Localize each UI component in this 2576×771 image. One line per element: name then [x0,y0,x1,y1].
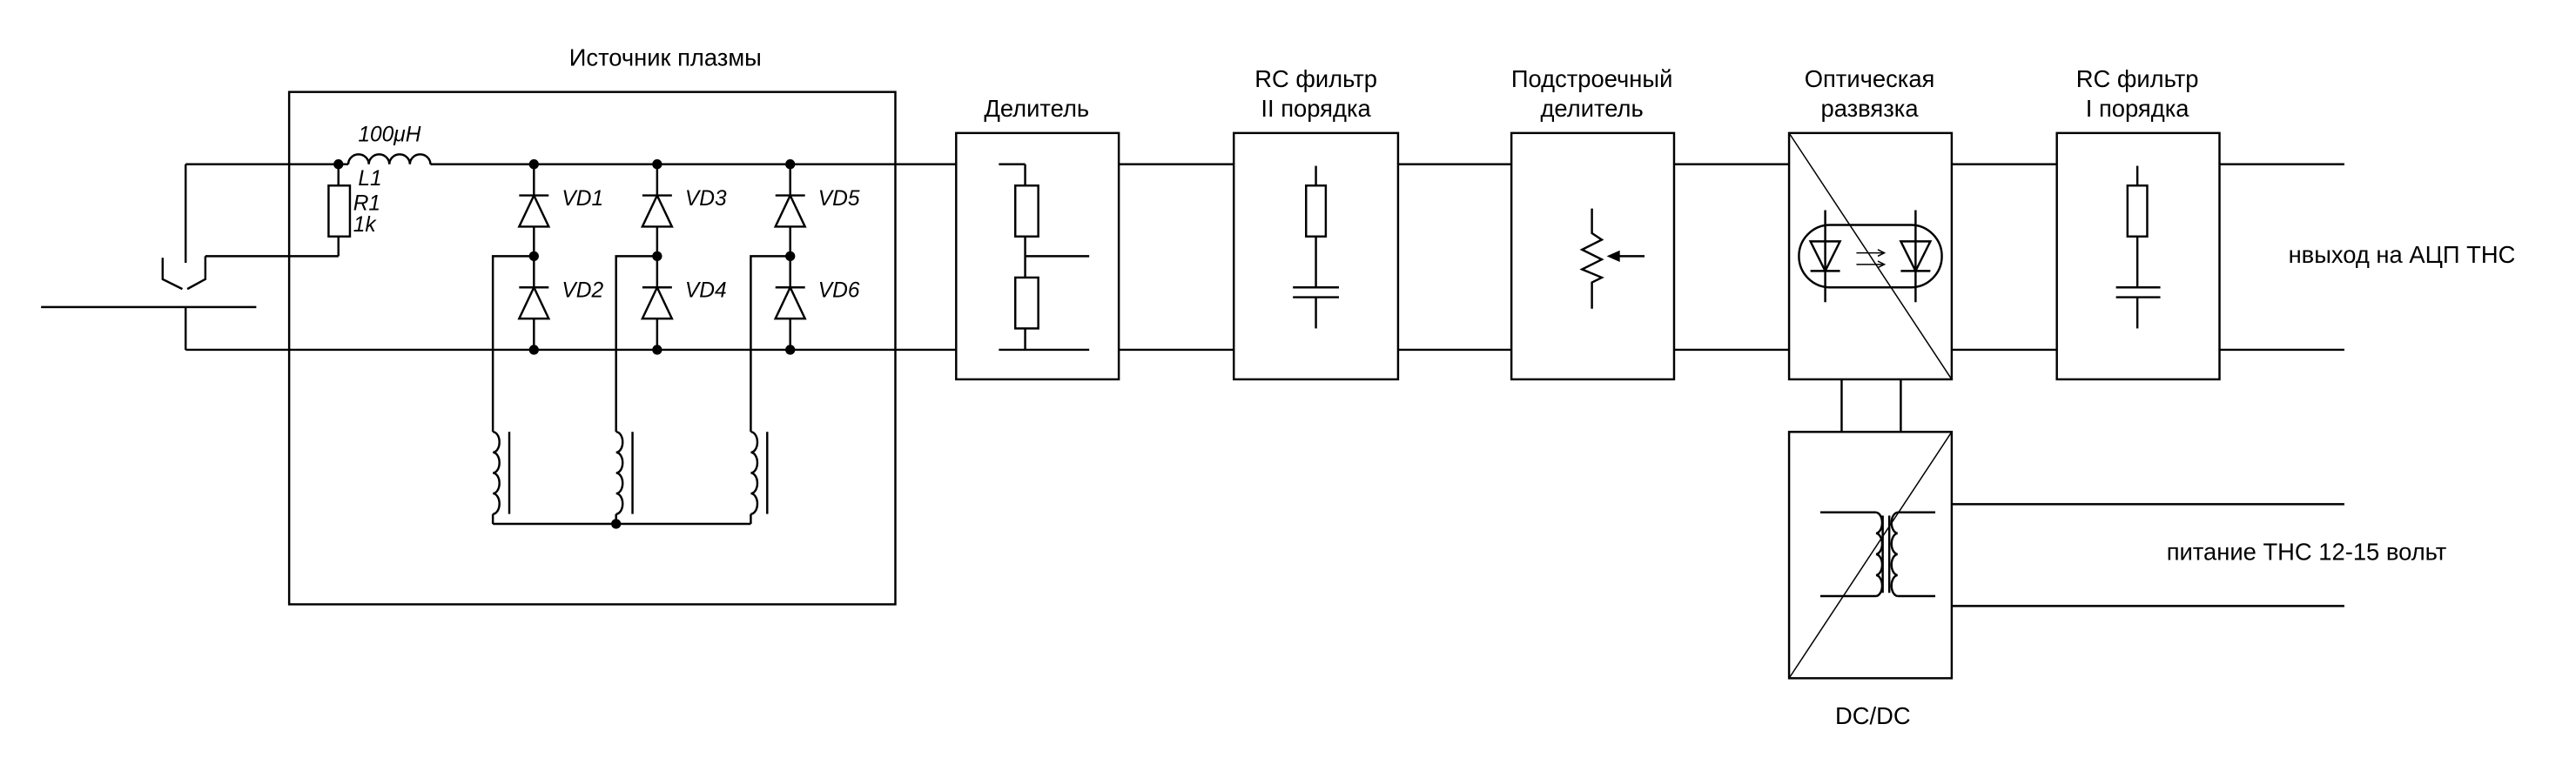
divider-label: Делитель [984,95,1089,122]
rc-filter-1st-order-block: RC фильтр I порядка [2055,65,2221,381]
trim-label-line1: Подстроечный [1511,65,1673,92]
diode-label: VD5 [818,187,860,211]
resistor-ref: R1 [353,192,380,216]
diode-label: VD6 [818,279,860,303]
divider-block: Делитель [955,95,1120,381]
diode-icon [517,192,551,228]
resistor-icon [1305,184,1328,238]
winding-icon [491,255,535,524]
power-supply-label: питание ТНС 12-15 вольт [2167,539,2447,566]
potentiometer-icon [1579,208,1604,309]
resistor-icon [2126,184,2149,238]
transformer-icon [1819,511,1936,598]
rc1-label-line1: RC фильтр [2076,65,2199,92]
diode-label: VD2 [562,279,603,303]
diode-label: VD3 [685,187,727,211]
resistor-icon [1014,184,1039,238]
plasma-source-title: Источник плазмы [569,44,762,70]
diode-icon [773,285,807,320]
winding-icon [750,255,790,524]
dcdc-block: DC/DC [1787,431,1954,729]
rc1-label-line2: I порядка [2086,95,2189,122]
probe-symbol [41,163,339,350]
diode-icon [640,192,674,228]
diode-icon [640,285,674,320]
trim-label-line2: делитель [1540,95,1643,122]
plasma-source-box [287,91,897,606]
inductor-ref: L1 [358,167,381,191]
dcdc-label: DC/DC [1835,702,1911,729]
diode-icon [517,285,551,320]
resistor-icon [1014,276,1039,330]
resistor-R1: R1 1k [327,164,380,257]
optocoupler-icon [1798,210,1943,303]
diode-icon [773,192,807,228]
transformer-windings [491,255,790,524]
rc2-label-line1: RC фильтр [1254,65,1377,92]
rc2-label-line2: II порядка [1261,95,1371,122]
diode-label: VD4 [685,279,727,303]
rc-filter-2nd-order-block: RC фильтр II порядка [1232,65,1400,381]
opto-label-line1: Оптическая [1805,65,1935,92]
opto-label-line2: развязка [1821,95,1920,122]
inductor-value: 100μH [358,123,420,146]
adc-output-label: нвыход на АЦП ТНС [2289,241,2516,268]
diode-label: VD1 [562,187,603,211]
optical-isolation-block: Оптическая развязка [1787,65,1954,381]
trimmer-divider-block: Подстроечный делитель [1510,65,1676,381]
inductor-L1: 100μH L1 [346,123,432,191]
winding-icon [615,255,657,524]
resistor-value: 1k [353,213,378,237]
